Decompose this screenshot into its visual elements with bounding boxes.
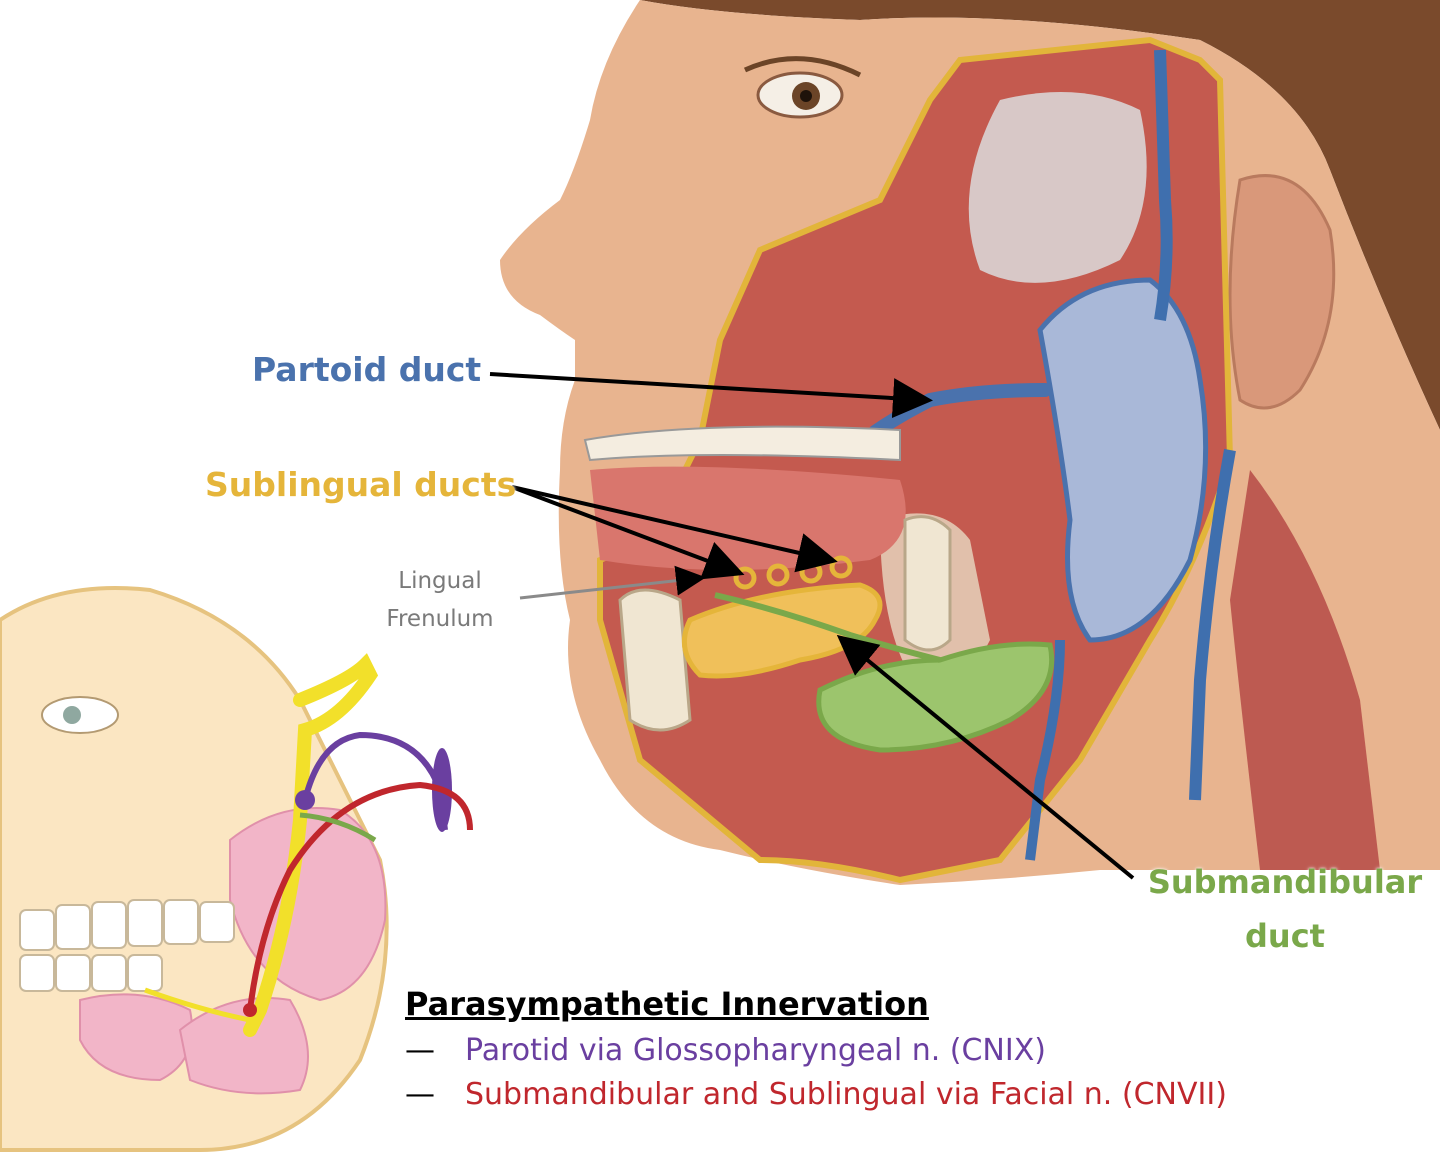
legend-title: Parasympathetic Innervation [405,985,929,1023]
lingual-frenulum-label: Lingual Frenulum [370,562,510,638]
submandibular-pointer [836,634,1135,880]
innervation-schematic [0,586,473,1152]
submandibular-duct-label: Submandibular duct [1120,855,1440,963]
legend-dash: — [405,1077,435,1112]
tongue [590,466,906,570]
innervation-legend: Parasympathetic Innervation — Parotid via… [405,985,1227,1117]
legend-item-parotid: — Parotid via Glossopharyngeal n. (CNIX) [405,1029,1227,1073]
sublingual-ducts-label: Sublingual ducts [205,465,517,504]
pointer-lines [489,372,1135,880]
schematic-salivary-glands [79,807,387,1095]
nerve-trunk [243,653,379,1037]
submandibular-line1: Submandibular [1147,863,1423,901]
frenulum-pointer [519,565,706,600]
parotid-gland [1037,277,1209,643]
parotid-pointer [489,372,933,419]
legend-dash: — [405,1033,435,1068]
hair [640,0,1440,430]
legend-text-parotid: Parotid via Glossopharyngeal n. (CNIX) [465,1033,1046,1068]
legend-item-submandibular: — Submandibular and Sublingual via Facial… [405,1073,1227,1117]
legend-text-submandibular: Submandibular and Sublingual via Facial … [465,1077,1227,1112]
lingual-frenulum-line1: Lingual [398,568,482,594]
upper-teeth [583,425,901,462]
lingual-frenulum-line2: Frenulum [386,606,494,632]
sublingual-pointer-2 [511,485,838,573]
ear [1228,174,1336,410]
sublingual-pointer-1 [511,485,745,580]
main-head-illustration [500,0,1440,885]
parotid-duct-label: Partoid duct [252,350,482,389]
parotid-duct-vessel [868,383,1052,439]
glossopharyngeal-nerve [302,731,448,831]
submandibular-line2: duct [1245,917,1325,955]
